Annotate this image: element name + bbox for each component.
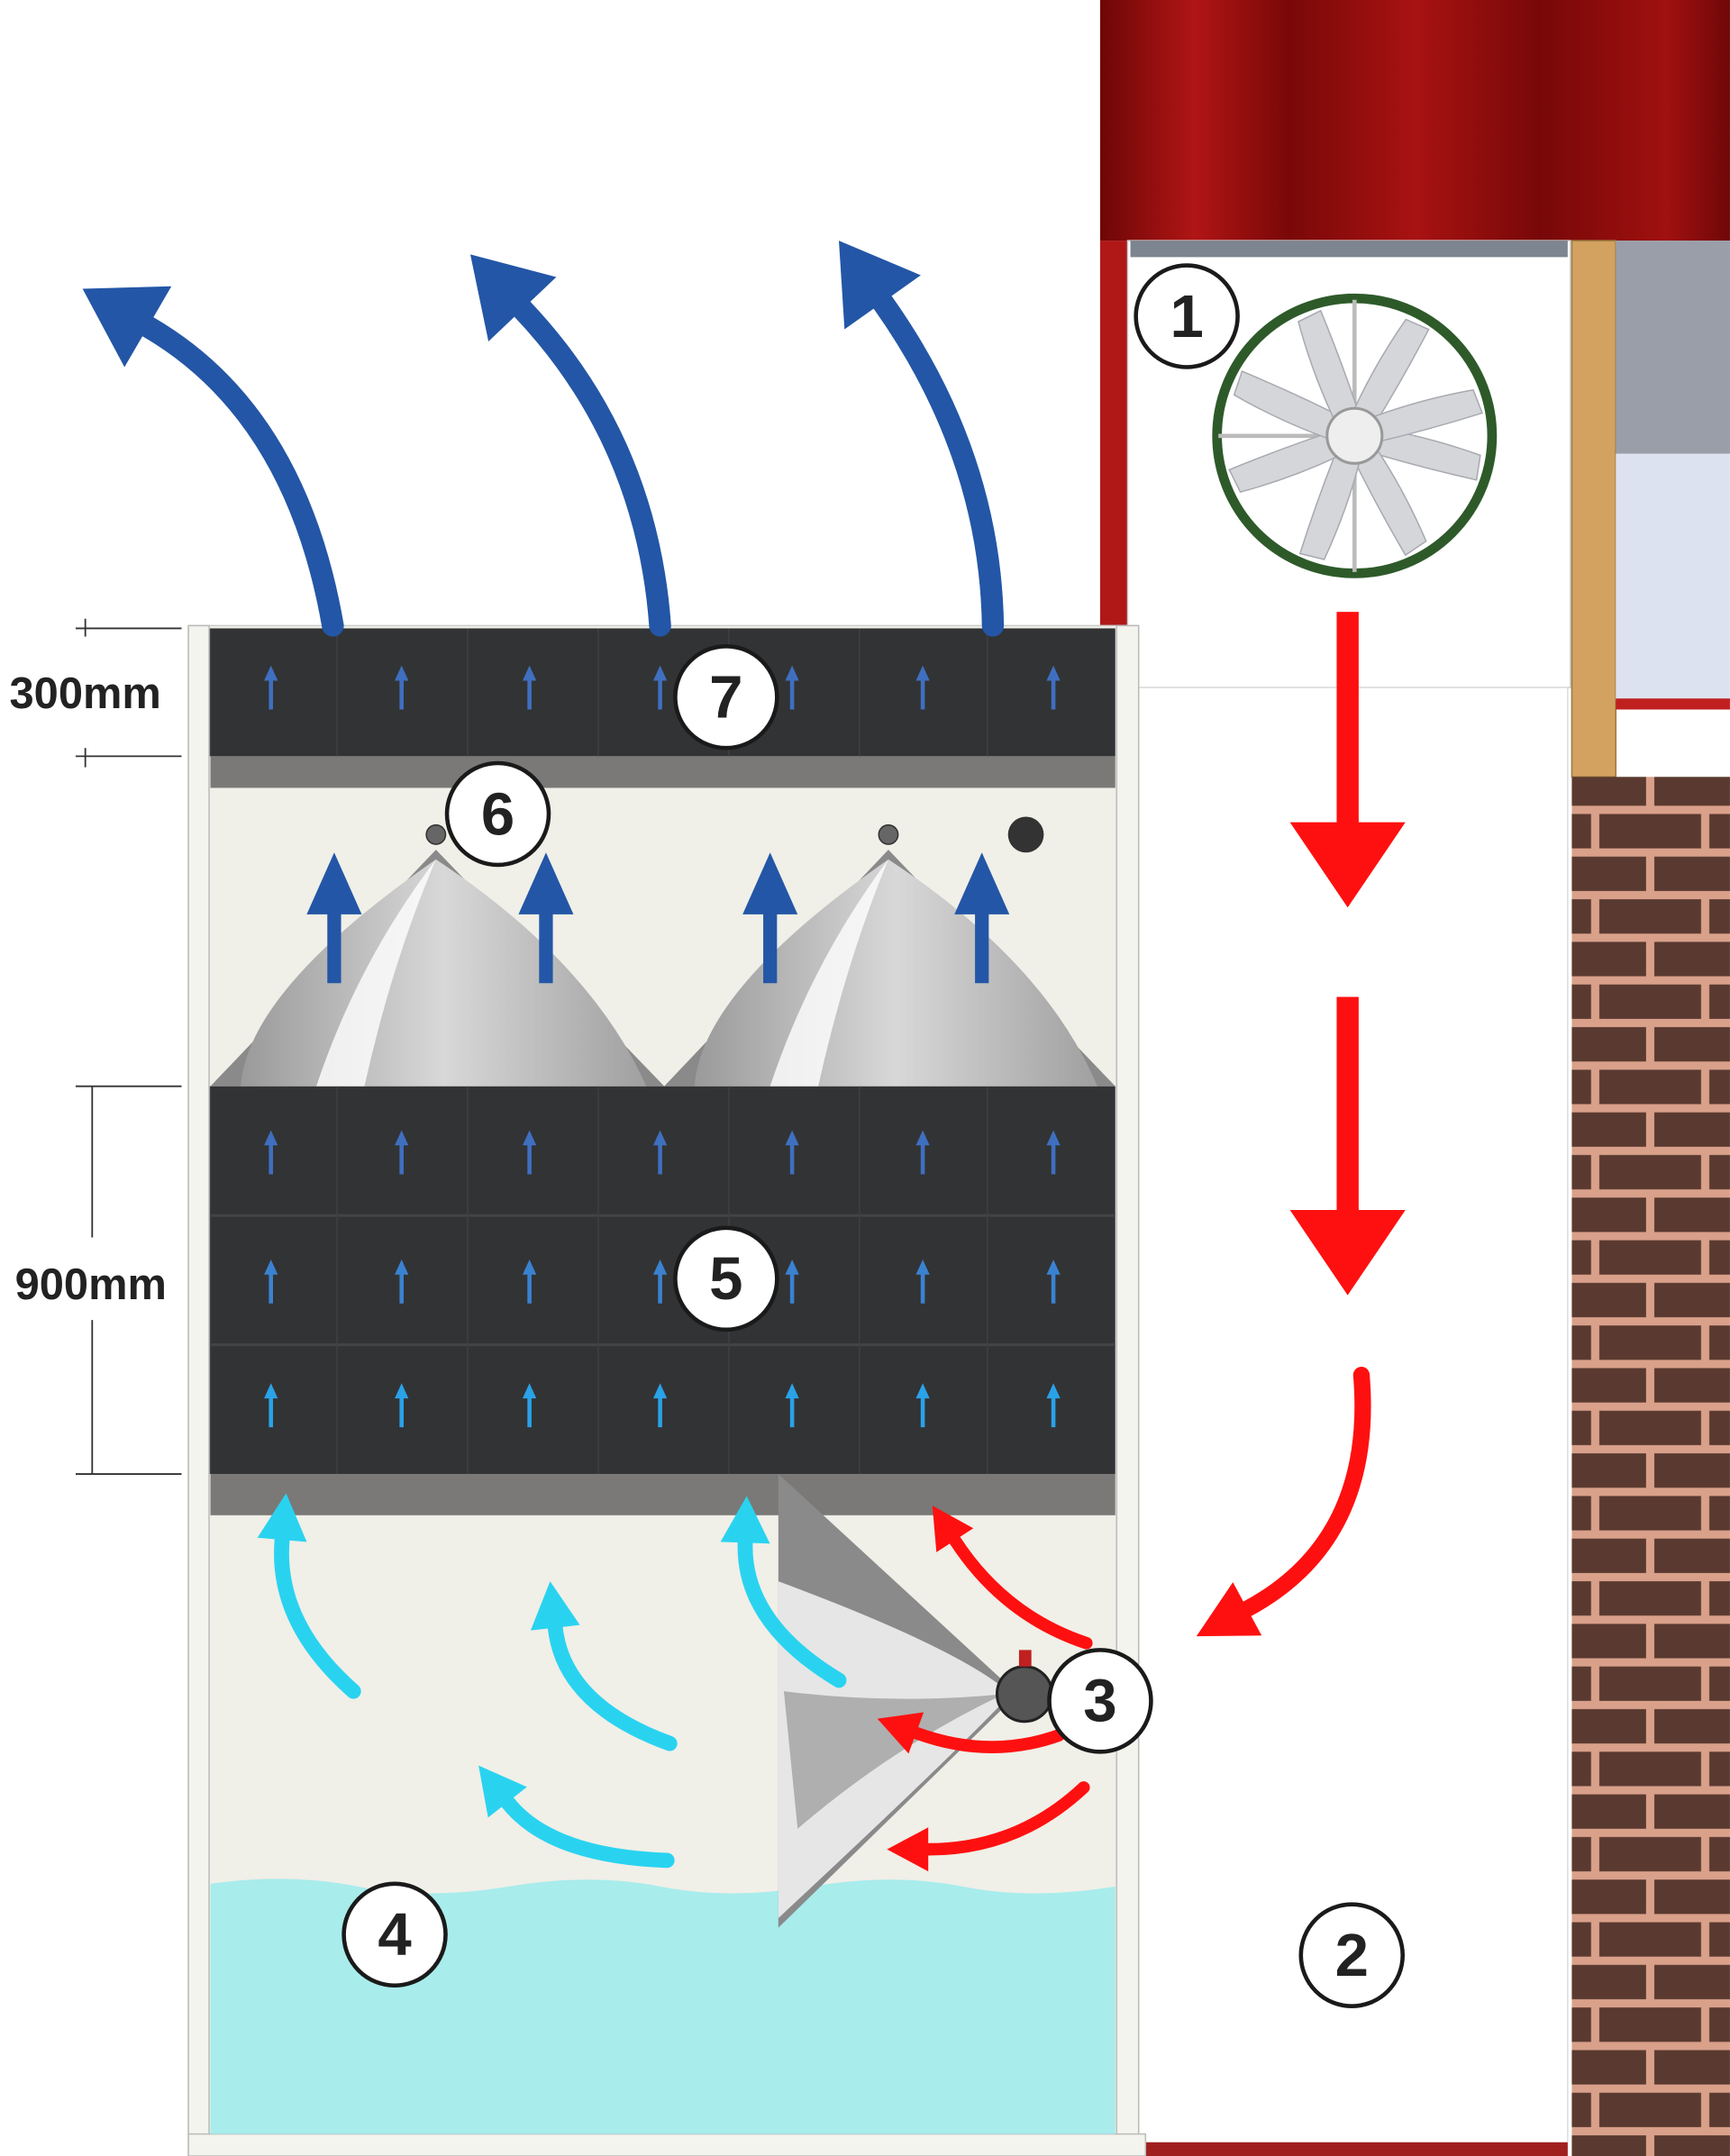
fan-blade xyxy=(1298,309,1366,441)
fan-ring xyxy=(1212,293,1498,578)
pad-airflow-arrow xyxy=(652,1259,668,1304)
dimension-900mm: 900mm xyxy=(15,1260,167,1309)
pad-airflow-arrow xyxy=(395,1259,409,1304)
tower-base xyxy=(187,2133,1147,2156)
intake-arrow xyxy=(932,1506,1093,1650)
pad-airflow-arrow xyxy=(785,1259,799,1304)
tower-right-wall xyxy=(1115,624,1140,2139)
pad-airflow-arrow xyxy=(264,1130,278,1175)
cooled-air-arrow xyxy=(257,1493,361,1699)
fan xyxy=(1212,293,1498,578)
fan-airflow-arrow xyxy=(1289,996,1406,1296)
pad-airflow-arrow xyxy=(785,1130,799,1175)
top-tray xyxy=(210,756,1115,788)
pad-airflow-arrow xyxy=(1046,665,1061,710)
cooled-air-arrow xyxy=(478,1765,675,1869)
fan-housing-top xyxy=(1130,241,1568,258)
wall-red xyxy=(1099,241,1128,626)
fan-airflow-arrow xyxy=(1289,612,1406,908)
pad-airflow-arrow xyxy=(915,1259,930,1304)
nozzle-spray-cone xyxy=(778,1474,1054,1928)
callout-top_media: 7 xyxy=(673,644,779,751)
roof xyxy=(1099,0,1730,241)
window-glass xyxy=(1616,453,1730,702)
top-media-pad xyxy=(210,628,1115,757)
wood-post xyxy=(1571,240,1617,778)
chamber-updraft-arrow xyxy=(518,852,574,984)
callout-number: 7 xyxy=(709,664,742,732)
callout-number: 5 xyxy=(709,1245,742,1313)
pad-airflow-arrow xyxy=(522,665,537,710)
pad-airflow-arrow xyxy=(915,1130,930,1175)
tower-left-wall xyxy=(187,624,210,2156)
pad-airflow-arrow xyxy=(1046,1130,1061,1175)
cooled-air-arrow xyxy=(530,1581,678,1751)
callout-duct: 2 xyxy=(1298,1902,1406,2008)
chamber-updraft-arrow xyxy=(306,852,362,984)
window-panel xyxy=(1616,241,1730,454)
pad-airflow-arrow xyxy=(652,1130,668,1175)
fan-blade xyxy=(1351,388,1484,448)
intake-arrow xyxy=(887,1781,1090,1872)
callout-number: 6 xyxy=(481,780,514,848)
intake-arrow xyxy=(877,1712,1066,1754)
pad-airflow-arrow xyxy=(264,1383,278,1428)
pad-airflow-arrow xyxy=(395,1383,409,1428)
callout-water: 4 xyxy=(341,1881,448,1988)
nozzle xyxy=(995,1665,1054,1724)
duct-floor xyxy=(1138,2142,1568,2156)
callout-number: 3 xyxy=(1083,1668,1116,1735)
chamber-updraft-arrow xyxy=(742,852,798,984)
pad-airflow-arrow xyxy=(915,665,930,710)
pad-airflow-arrow xyxy=(1046,1383,1061,1428)
callout-spray: 6 xyxy=(444,760,551,868)
lower-tray xyxy=(210,1474,1115,1515)
pad-airflow-arrow xyxy=(522,1130,537,1175)
fan-hub xyxy=(1325,406,1384,465)
pad-airflow-arrow xyxy=(395,1130,409,1175)
pad-airflow-arrow xyxy=(522,1383,537,1428)
pad-airflow-arrow xyxy=(264,665,278,710)
media-pads xyxy=(210,1086,1115,1475)
callout-number: 2 xyxy=(1335,1922,1369,1989)
chamber-updraft-arrow xyxy=(954,852,1010,984)
callout-number: 1 xyxy=(1170,283,1203,350)
callout-fan: 1 xyxy=(1134,263,1240,369)
cooled-air-arrow xyxy=(720,1496,847,1688)
exhaust-arrow xyxy=(839,241,1005,637)
exhaust-arrow xyxy=(469,254,671,637)
callout-number: 4 xyxy=(378,1901,411,1969)
pad-airflow-arrow xyxy=(652,1383,668,1428)
pad-airflow-arrow xyxy=(1046,1259,1061,1304)
pad-airflow-arrow xyxy=(915,1383,930,1428)
duct-airflow-arrow xyxy=(1196,1366,1371,1637)
callout-nozzle: 3 xyxy=(1047,1648,1153,1754)
pad-airflow-arrow xyxy=(522,1259,537,1304)
pad-airflow-arrow xyxy=(785,1383,799,1428)
pad-airflow-arrow xyxy=(395,665,409,710)
window-sill xyxy=(1616,698,1730,710)
pad-airflow-arrow xyxy=(264,1259,278,1304)
dimension-300mm: 300mm xyxy=(10,669,161,718)
dimension-lines xyxy=(75,618,182,1475)
exhaust-arrow xyxy=(82,286,344,637)
brick-wall xyxy=(1571,777,1730,2156)
pad-airflow-arrow xyxy=(785,665,799,710)
pipe-opening xyxy=(1007,816,1044,853)
callout-media: 5 xyxy=(673,1225,779,1333)
spray-cone-left xyxy=(210,823,665,1087)
spray-cone-right xyxy=(664,823,1115,1087)
pad-airflow-arrow xyxy=(652,665,668,710)
